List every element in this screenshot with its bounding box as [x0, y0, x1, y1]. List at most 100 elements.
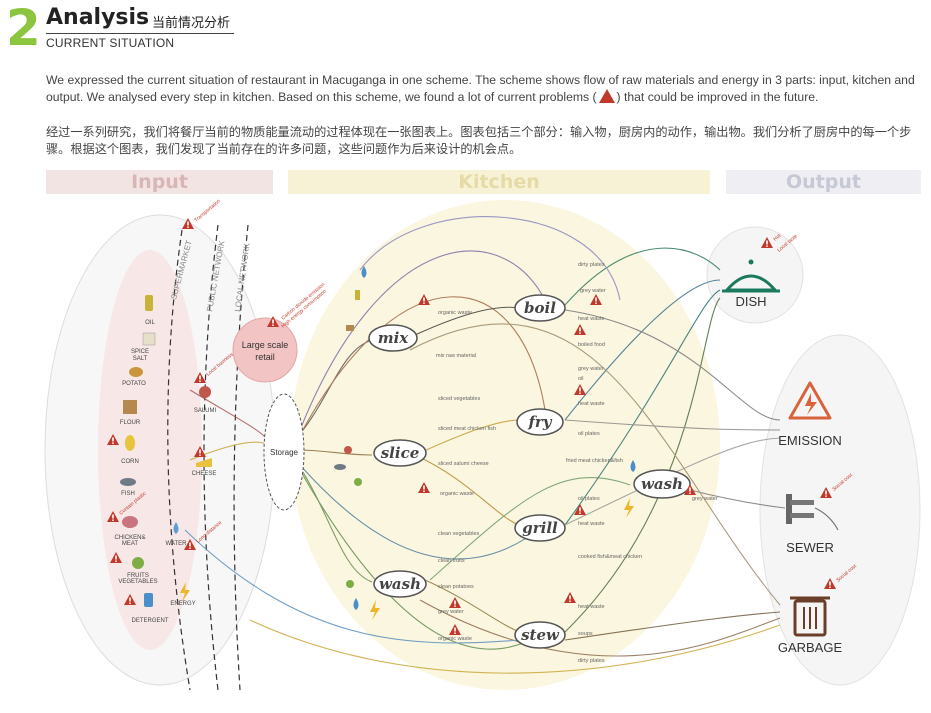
salumi-small-icon	[344, 446, 352, 454]
potato-icon	[129, 367, 143, 377]
action-wash: wash	[379, 575, 421, 593]
grill-node	[514, 514, 566, 542]
kitchen-zone	[290, 200, 720, 690]
mix-node	[368, 324, 418, 352]
public-items: SALUMI CHEESE WATER ENERGY	[166, 386, 217, 607]
input-corn: CORN	[121, 459, 139, 465]
fish-small-icon	[334, 464, 346, 470]
water-drop-icon	[361, 266, 367, 278]
output-sewer: SEWER	[786, 540, 834, 555]
cheese-icon	[196, 458, 212, 467]
flow-label: organic waste	[440, 491, 474, 497]
action-stew: stew	[521, 626, 560, 644]
page-title: Analysis	[46, 5, 150, 30]
kitchen-band: Kitchen	[288, 170, 710, 194]
water-icon	[173, 522, 179, 534]
output-dish: DISH	[735, 294, 766, 309]
flow-label: mix raw material	[436, 353, 476, 359]
public-energy: ENERGY	[170, 601, 195, 607]
flow-label: fried meat chicken&fish	[566, 458, 623, 464]
flow-label: dirty plates	[578, 262, 605, 268]
detergent-icon	[144, 593, 153, 607]
input-salt: SALT	[133, 356, 148, 362]
wash-water-icon	[353, 598, 359, 610]
emission-icon	[788, 381, 832, 420]
supermarket-zone	[98, 250, 202, 650]
flow-label: clean potatoes	[438, 584, 474, 590]
slice-node	[373, 439, 427, 467]
meat-icon	[122, 516, 138, 528]
flow-label: cooked fish&meat chicken	[578, 554, 642, 560]
input-items: OIL SPICE SALT POTATO FLOUR CORN FISH CH…	[114, 295, 169, 624]
input-flour: FLOUR	[120, 420, 141, 426]
title-underline	[46, 33, 234, 34]
action-slice: slice	[381, 444, 420, 462]
flow-label: sliced salumi cheese	[438, 461, 489, 467]
retail-node	[232, 317, 298, 383]
local-boundary	[233, 224, 249, 691]
flow-label: grey water	[438, 609, 464, 615]
sewer-icon	[786, 494, 792, 524]
flow-label: grey water	[578, 366, 604, 372]
input-oil: OIL	[145, 320, 155, 326]
output-garbage: GARBAGE	[778, 640, 843, 655]
input-detergent: DETERGENT	[131, 618, 168, 624]
flow-label: oil plates	[578, 496, 600, 502]
flow-label: clean vegetables	[438, 531, 480, 537]
input-band: Input	[46, 170, 273, 194]
output-emission: EMISSION	[778, 433, 842, 448]
input-spice: SPICE	[131, 349, 149, 355]
action-mix: mix	[378, 329, 410, 347]
flow-lines	[184, 216, 786, 674]
flow-label: heat waste	[578, 604, 605, 610]
dishwash-water-icon	[630, 460, 636, 472]
warning-text: Transportation	[193, 198, 222, 223]
public-water: WATER	[166, 541, 188, 547]
public-cheese: CHEESE	[192, 471, 217, 477]
flow-label: dirty plates	[578, 658, 605, 664]
flour-bag-icon	[346, 325, 354, 331]
action-nodes: mix slice wash boil fry grill stew wash	[368, 294, 691, 649]
action-fry: fry	[527, 413, 552, 431]
page-subtitle: CURRENT SITUATION	[46, 36, 175, 50]
flow-label: oil	[578, 376, 584, 382]
warning-text: Hot	[772, 233, 782, 243]
flow-label: oil plates	[578, 431, 600, 437]
flow-label: boiled food	[578, 342, 605, 348]
intro-cn: 经过一系列研究，我们将餐厅当前的物质能量流动的过程体现在一张图表上。图表包括三个…	[46, 125, 912, 156]
flour-icon	[123, 400, 137, 414]
flow-label: clean fruits	[438, 558, 465, 564]
energy-icon	[180, 582, 190, 602]
salumi-icon	[199, 386, 211, 398]
flow-label: sliced vegetables	[438, 396, 480, 402]
intro-en-part2: ) that could be improved in the future.	[616, 89, 819, 104]
warning-icon	[598, 88, 615, 103]
action-grill: grill	[522, 519, 558, 537]
supermarket-boundary	[167, 229, 191, 691]
input-fruits: FRUITS	[127, 573, 149, 579]
flow-label: heat waste	[578, 521, 605, 527]
input-meat: MEAT	[122, 541, 139, 547]
garbage-icon	[793, 599, 827, 637]
output-nodes: DISH EMISSION SEWER GARBAGE	[722, 259, 843, 655]
input-chicken: CHICKEN&	[114, 535, 145, 541]
input-vegetables: VEGETABLES	[118, 579, 157, 585]
output-zone	[759, 334, 921, 686]
oil-bottle-icon	[355, 290, 360, 300]
spice-icon	[142, 332, 156, 346]
page-title-cn: 当前情况分析	[152, 15, 231, 30]
oil-icon	[145, 295, 153, 311]
fry-node	[516, 408, 564, 436]
public-boundary	[203, 224, 219, 691]
warning-text: Carbon dioxide emission	[280, 282, 326, 322]
action-dishwash: wash	[641, 475, 683, 493]
fish-icon	[120, 478, 136, 486]
retail-label-2: retail	[255, 352, 275, 362]
storage-label: Storage	[270, 448, 299, 457]
input-fish: FISH	[121, 491, 135, 497]
stew-node	[514, 621, 566, 649]
fruits-icon	[132, 557, 144, 569]
veg-wash-icon	[346, 580, 354, 588]
flow-label: heat waste	[578, 401, 605, 407]
